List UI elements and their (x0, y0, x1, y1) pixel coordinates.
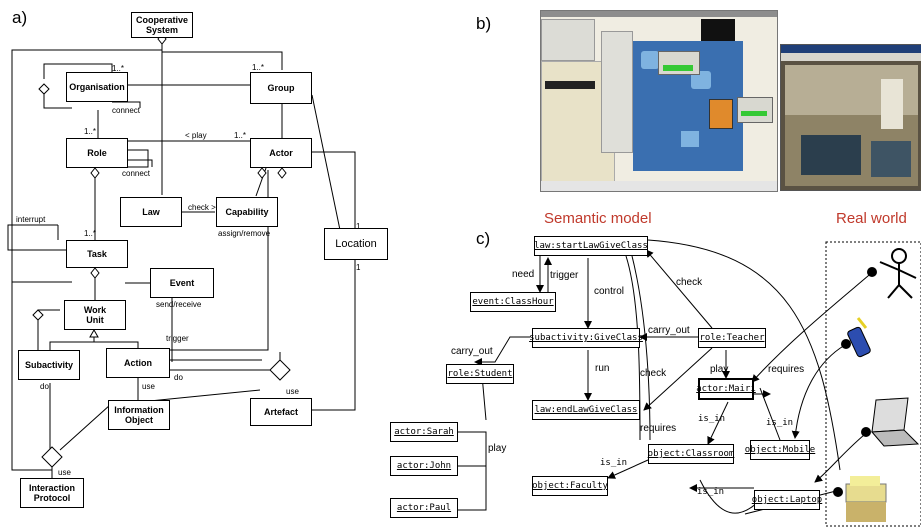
uml-group: Group (250, 72, 312, 104)
edge-label-play-2: play (488, 443, 507, 454)
edge-label-requires-1: requires (768, 364, 805, 375)
uml-capability: Capability (216, 197, 278, 227)
simulation-screenshot (540, 10, 778, 192)
panel-label-c: c) (476, 229, 491, 248)
edge-label-is-in-4: is_in (697, 487, 725, 497)
uml-information-object: Information Object (108, 400, 170, 430)
edge-label-need: need (512, 269, 535, 280)
uml-organisation: Organisation (66, 72, 128, 102)
edge-label-carry-out-1: carry_out (648, 325, 690, 336)
edge-label-check-2: check (640, 368, 667, 379)
label-use-1: use (142, 382, 155, 391)
edge-label-is-in-3: is_in (600, 458, 628, 468)
desk-icon (845, 476, 887, 522)
heading-real-world: Real world (836, 210, 907, 227)
label-mult-6: 1 (356, 222, 361, 231)
edge-label-carry-out-2: carry_out (451, 346, 493, 357)
panel-label-b: b) (476, 14, 492, 33)
node-classroom: object:Classroom (648, 444, 734, 464)
label-send-receive: send/receive (156, 300, 202, 309)
node-student: role:Student (446, 364, 514, 384)
node-teacher: role:Teacher (698, 328, 766, 348)
edge-label-run: run (595, 363, 610, 374)
edge-label-play-1: play (710, 364, 729, 375)
uml-role: Role (66, 138, 128, 168)
uml-task: Task (66, 240, 128, 268)
panel-label-a: a) (12, 8, 28, 27)
node-end-law: law:endLawGiveClass (532, 400, 640, 420)
label-mult-1: 1..* (112, 64, 125, 73)
uml-work-unit: Work Unit (64, 300, 126, 330)
label-do-1: do (40, 382, 49, 391)
uml-event: Event (150, 268, 214, 298)
edge-label-requires-2: requires (640, 423, 677, 434)
label-assign: assign/remove (218, 229, 271, 238)
uml-location: Location (324, 228, 388, 260)
uml-actor: Actor (250, 138, 312, 168)
node-mairi: actor:Mairi (696, 378, 756, 400)
node-start-law: law:startLawGiveClass (534, 236, 648, 256)
uml-interaction-protocol: Interaction Protocol (20, 478, 84, 508)
label-trigger: trigger (166, 334, 189, 343)
node-john: actor:John (390, 456, 458, 476)
uml-law: Law (120, 197, 182, 227)
label-interrupt: interrupt (16, 215, 46, 224)
edge-label-trigger: trigger (550, 270, 579, 281)
node-faculty: object:Faculty (532, 476, 608, 496)
person-icon (879, 248, 917, 299)
edge-label-check-1: check (676, 277, 703, 288)
label-mult-5: 1..* (84, 229, 97, 238)
node-class-hour: event:ClassHour (470, 292, 556, 312)
label-check: check > (188, 203, 216, 212)
camera-screenshot (780, 44, 921, 191)
edge-label-is-in-2: is_in (766, 418, 794, 428)
heading-semantic-model: Semantic model (544, 210, 652, 227)
node-give-class: subactivity:GiveClass (529, 328, 643, 348)
label-connect-1: connect (112, 106, 141, 115)
uml-action: Action (106, 348, 170, 378)
uml-artefact: Artefact (250, 398, 312, 426)
node-paul: actor:Paul (390, 498, 458, 518)
node-mobile: object:Mobile (745, 440, 815, 460)
label-mult-4: 1..* (234, 131, 247, 140)
uml-subactivity: Subactivity (18, 350, 80, 380)
node-laptop: object:Laptop (752, 490, 822, 510)
edge-label-is-in-1: is_in (698, 414, 726, 424)
label-connect-2: connect (122, 169, 151, 178)
node-sarah: actor:Sarah (390, 422, 458, 442)
label-do-2: do (174, 373, 183, 382)
label-mult-3: 1..* (252, 63, 265, 72)
laptop-icon (870, 397, 920, 447)
label-play: < play (185, 131, 207, 140)
edge-label-control: control (594, 286, 625, 297)
mobile-icon (847, 317, 871, 358)
uml-cooperative-system: Cooperative System (131, 12, 193, 38)
label-mult-7: 1 (356, 263, 361, 272)
label-use-3: use (58, 468, 71, 477)
label-use-2: use (286, 387, 299, 396)
label-mult-2: 1..* (84, 127, 97, 136)
